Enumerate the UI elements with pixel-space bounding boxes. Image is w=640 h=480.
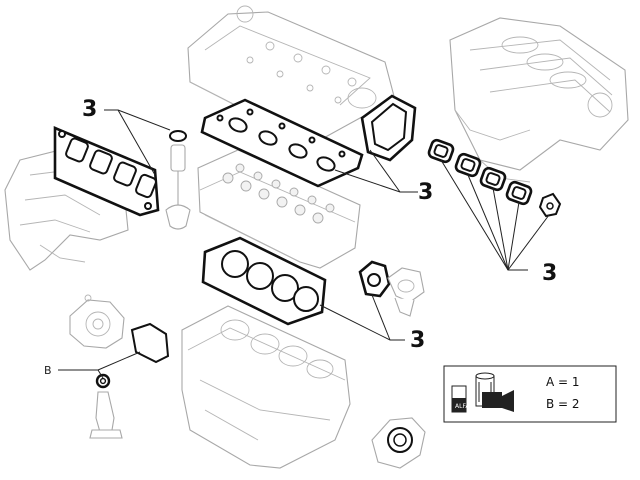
oil-pickup-tube <box>89 391 123 439</box>
callout-intake-gaskets: 3 <box>542 261 557 286</box>
legend-box: ALFA A = 1 B = 2 <box>443 365 617 423</box>
gasket-kit-cylinder-icon <box>475 372 514 412</box>
callout-cylinder-head-gasket: 3 <box>410 328 425 353</box>
callout-rear-seal: B <box>44 364 52 377</box>
engine-block <box>181 305 351 469</box>
cylinder-head <box>197 149 361 269</box>
callout-manifold-gaskets: 3 <box>82 97 97 122</box>
callout-head-gasket-set: 3 <box>418 180 433 205</box>
svg-text:ALFA: ALFA <box>455 403 470 410</box>
timing-cover-gasket <box>360 94 417 162</box>
valve-cover-gasket <box>200 98 364 188</box>
valve-and-guide <box>165 130 191 230</box>
water-outlet-housing <box>387 267 425 317</box>
intake-manifold <box>449 17 629 183</box>
oil-pickup-seal <box>95 373 111 389</box>
head-gasket <box>201 236 327 326</box>
legend-line-a: A = 1 <box>546 375 580 389</box>
cylinder-head-cover <box>187 5 396 141</box>
intake-port-gaskets <box>427 138 562 218</box>
leader-lines <box>58 109 550 379</box>
oil-pump <box>69 294 125 349</box>
water-outlet-gasket <box>358 260 391 298</box>
oil-pump-gasket <box>130 322 170 364</box>
rear-main-seal <box>371 417 426 469</box>
exhaust-manifold-gasket <box>53 126 160 217</box>
gasket-kit-box-icon: ALFA <box>451 385 470 413</box>
legend-line-b: B = 2 <box>546 397 580 411</box>
